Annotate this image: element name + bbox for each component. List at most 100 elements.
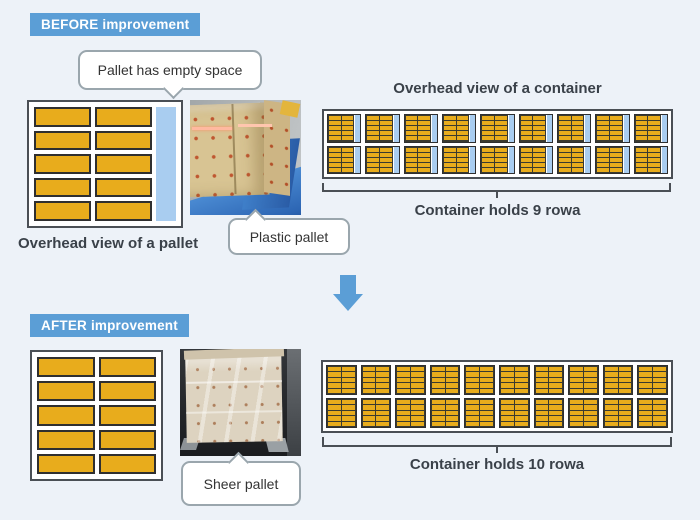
carton-bar (653, 410, 666, 416)
carton-bar (514, 416, 528, 421)
carton-bar (431, 367, 445, 372)
carton-bar (445, 372, 459, 377)
carton-bar (604, 421, 618, 426)
carton-bar (443, 167, 456, 172)
pallet-unit-grid (569, 366, 598, 394)
carton-bar (445, 377, 459, 383)
container-pallet-unit (568, 398, 599, 428)
carton-bar (571, 157, 584, 162)
pallet-unit-grid (327, 399, 356, 427)
carton-bar (397, 383, 410, 388)
carton-bar (520, 136, 533, 141)
empty-space-callout: Pallet has empty space (78, 50, 262, 100)
carton-bar (618, 377, 632, 383)
empty-space-strip (546, 146, 552, 173)
carton-bar (362, 410, 376, 416)
container-pallet-unit (365, 145, 400, 174)
container-pallet-unit (533, 365, 565, 395)
pallet-unit-grid (396, 399, 425, 427)
carton-bar (500, 421, 514, 426)
container-pallet-unit (441, 114, 477, 143)
pallet-unit-grid (366, 115, 393, 142)
carton-bar (482, 152, 494, 157)
carton-bar (329, 157, 341, 162)
carton-bar (341, 116, 354, 121)
carton-bar (445, 400, 459, 405)
container-overhead-before (322, 109, 673, 179)
carton-bar (341, 400, 355, 405)
carton-bar (639, 367, 653, 372)
container-pallet-unit (518, 114, 553, 143)
empty-space-strip (546, 115, 552, 142)
carton-bar (604, 400, 618, 405)
carton-bar (431, 405, 445, 410)
carton-bar (328, 377, 341, 383)
carton-bar (397, 410, 410, 416)
carton-bar (456, 167, 469, 172)
carton-bar (480, 421, 493, 426)
pallet-unit-grid (430, 366, 460, 394)
carton-box (34, 107, 91, 127)
carton-bar (445, 388, 459, 393)
carton-bar (500, 383, 514, 388)
carton-bar (362, 383, 376, 388)
carton-bar (549, 372, 563, 377)
carton-bar (405, 157, 418, 162)
carton-bar (443, 126, 456, 131)
carton-bar (648, 152, 660, 157)
carton-bar (604, 367, 618, 372)
carton-bar (418, 136, 430, 141)
empty-space-strip (393, 115, 399, 142)
carton-bar (549, 367, 563, 372)
carton-bar (653, 367, 666, 372)
carton-bar (609, 157, 622, 162)
carton-bar (480, 405, 493, 410)
carton-bar (329, 116, 341, 121)
carton-bar (653, 400, 666, 405)
carton-bar (341, 377, 355, 383)
carton-bar (514, 383, 528, 388)
carton-bar (328, 421, 341, 426)
carton-bar (405, 147, 418, 152)
plastic-pallet-callout: Plastic pallet (228, 208, 350, 255)
carton-bar (514, 367, 528, 372)
container-row (327, 145, 668, 174)
carton-bar (604, 383, 618, 388)
carton-bar (405, 131, 418, 136)
carton-bar (500, 388, 514, 393)
carton-bar (329, 152, 341, 157)
carton-bar (443, 162, 456, 167)
carton-bar (533, 152, 545, 157)
carton-bar (445, 421, 459, 426)
carton-bar (583, 405, 597, 410)
container-pallet-unit (556, 145, 592, 174)
carton-bar (535, 400, 549, 405)
carton-box (34, 154, 91, 174)
carton-bar (443, 116, 456, 121)
carton-bar (535, 372, 549, 377)
carton-bar (635, 121, 648, 126)
carton-bar (480, 388, 493, 393)
carton-bar (648, 131, 660, 136)
carton-bar (635, 126, 648, 131)
carton-bar (480, 372, 493, 377)
carton-box (95, 130, 152, 151)
container-pallet-unit (360, 398, 392, 428)
carton-bar (431, 416, 445, 421)
container-pallet-unit (633, 114, 668, 143)
carton-bar (466, 416, 480, 421)
carton-bar (341, 136, 354, 141)
carton-bar (514, 388, 528, 393)
carton-bar (494, 152, 507, 157)
carton-bar (445, 405, 459, 410)
container-pallet-unit (429, 398, 461, 428)
carton-bar (466, 388, 480, 393)
pallet-unit-grid (596, 115, 623, 142)
container-pallet-unit (327, 114, 362, 143)
callout-pointer (162, 77, 185, 100)
carton-bar (405, 116, 418, 121)
carton-bar (362, 405, 376, 410)
carton-bar (379, 131, 392, 136)
carton-bar (571, 167, 584, 172)
pallet-unit-grid (465, 366, 494, 394)
